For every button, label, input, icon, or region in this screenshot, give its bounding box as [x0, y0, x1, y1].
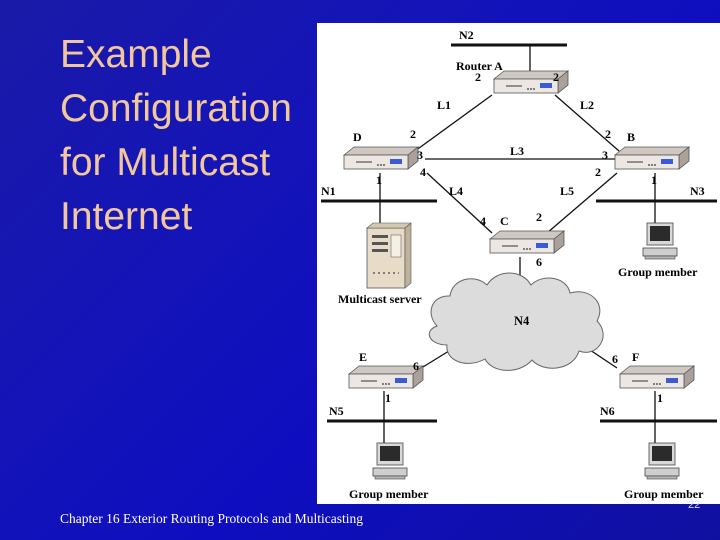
label-link-l4: L4	[449, 184, 463, 198]
label-router-f: F	[632, 350, 639, 364]
label-n4: N4	[514, 314, 530, 328]
router-e	[348, 365, 424, 389]
port-a-left: 2	[475, 70, 481, 84]
router-d	[343, 146, 419, 170]
router-b	[614, 146, 690, 170]
label-link-l1: L1	[437, 98, 451, 112]
port-f-cloud: 6	[612, 352, 618, 366]
router-c	[489, 230, 565, 254]
label-group-member-n3: Group member	[618, 265, 698, 279]
workstation-n3-icon	[642, 222, 678, 260]
network-diagram-svg: N2 N1 N3 N4 N5 N6 Router A D B C E F L1 …	[321, 28, 717, 501]
slide-title: Example Configuration for Multicast Inte…	[60, 28, 330, 244]
label-n6: N6	[600, 404, 615, 418]
workstation-n5-icon	[372, 442, 408, 480]
label-multicast-server: Multicast server	[338, 292, 422, 306]
title-line-4: Internet	[60, 195, 193, 238]
label-router-b: B	[627, 130, 635, 144]
label-group-member-n5: Group member	[349, 487, 429, 501]
network-cloud-n4	[428, 272, 604, 371]
label-link-l5: L5	[560, 184, 574, 198]
label-group-member-n6: Group member	[624, 487, 704, 501]
port-d-up: 2	[410, 127, 416, 141]
label-link-l2: L2	[580, 98, 594, 112]
label-n1: N1	[321, 184, 336, 198]
port-e-cloud: 6	[413, 359, 419, 373]
port-d-l3: 3	[417, 148, 423, 162]
port-a-right: 2	[553, 70, 559, 84]
workstation-n6-icon	[644, 442, 680, 480]
label-router-c: C	[500, 214, 509, 228]
page-number: 22	[688, 499, 701, 511]
port-e-down: 1	[385, 391, 391, 405]
label-n3: N3	[690, 184, 705, 198]
port-d-down: 1	[376, 173, 382, 187]
title-line-2: Configuration	[60, 87, 292, 130]
label-n5: N5	[329, 404, 344, 418]
label-link-l3: L3	[510, 144, 524, 158]
title-line-1: Example	[60, 33, 212, 76]
port-b-l5: 2	[595, 165, 601, 179]
port-b-up: 2	[605, 127, 611, 141]
port-f-down: 1	[657, 391, 663, 405]
multicast-server-icon	[366, 222, 412, 289]
label-router-d: D	[353, 130, 362, 144]
slide-footer: Chapter 16 Exterior Routing Protocols an…	[60, 511, 363, 526]
label-n2: N2	[459, 28, 474, 42]
label-router-a: Router A	[456, 59, 503, 73]
port-c-l4: 4	[480, 214, 486, 228]
port-b-l3: 3	[602, 148, 608, 162]
port-c-l5: 2	[536, 210, 542, 224]
router-f	[619, 365, 695, 389]
port-b-down: 1	[651, 173, 657, 187]
port-c-down: 6	[536, 255, 542, 269]
label-router-e: E	[359, 350, 367, 364]
port-d-l4: 4	[420, 165, 426, 179]
network-diagram: N2 N1 N3 N4 N5 N6 Router A D B C E F L1 …	[317, 23, 720, 504]
title-line-3: for Multicast	[60, 141, 271, 184]
